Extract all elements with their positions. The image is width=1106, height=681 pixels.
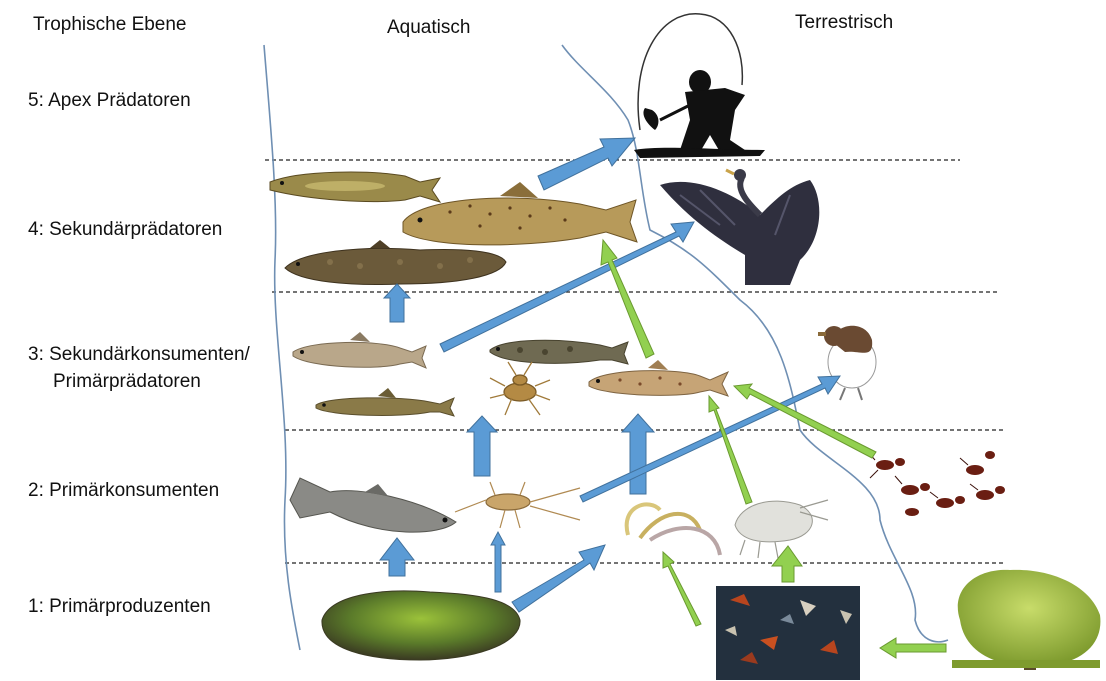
- minnow-fish-icon: [290, 478, 456, 532]
- ants-icon: [868, 451, 1005, 516]
- level-3-label-line1: 3: Sekundärkonsumenten/: [28, 344, 251, 365]
- header-aquatic: Aquatisch: [387, 17, 470, 38]
- level-3-label-line2: Primärprädatoren: [53, 371, 201, 392]
- chironomid-larvae-icon: [627, 504, 720, 555]
- leaf-litter-icon: [716, 586, 860, 680]
- arrow-mayfly-to-stonefly: [467, 416, 497, 476]
- header-trophic-level: Trophische Ebene: [33, 14, 187, 35]
- burbot-fish-icon: [285, 240, 506, 284]
- juvenile-trout-fish-icon: [589, 360, 728, 396]
- amphipod-icon: [735, 500, 828, 558]
- arrow-amphipod-to-trout: [709, 396, 752, 504]
- angler-silhouette-icon: [634, 14, 765, 158]
- right-bank-line: [562, 45, 948, 642]
- left-bank-line: [264, 45, 300, 650]
- level-1-label: 1: Primärproduzenten: [28, 596, 211, 617]
- level-4-label: 4: Sekundärprädatoren: [28, 219, 222, 240]
- arrow-chub-to-burbot: [384, 284, 410, 322]
- moss-rock-icon: [322, 591, 520, 660]
- mayfly-nymph-icon: [455, 482, 580, 528]
- arrow-trout-to-angler: [538, 138, 635, 190]
- arrow-leaf-to-chironomid: [663, 552, 701, 626]
- stonefly-nymph-icon: [490, 362, 550, 415]
- arrow-chironomid-to-trout: [622, 414, 654, 494]
- level-5-label: 5: Apex Prädatoren: [28, 90, 191, 111]
- bullhead-fish-icon: [490, 340, 628, 364]
- arrow-mayfly-to-dipper: [580, 376, 840, 502]
- arrow-moss-to-minnow: [380, 538, 414, 576]
- header-terrestrial: Terrestrisch: [795, 12, 893, 33]
- pike-fish-icon: [270, 172, 440, 202]
- stone-loach-fish-icon: [316, 388, 454, 416]
- willow-tree-icon: [952, 570, 1100, 670]
- arrow-moss-to-chironomid: [512, 545, 605, 612]
- arrow-moss-to-mayfly: [491, 532, 505, 592]
- chub-fish-icon: [293, 332, 426, 368]
- brown-trout-fish-icon: [403, 182, 637, 245]
- level-2-label: 2: Primärkonsumenten: [28, 480, 219, 501]
